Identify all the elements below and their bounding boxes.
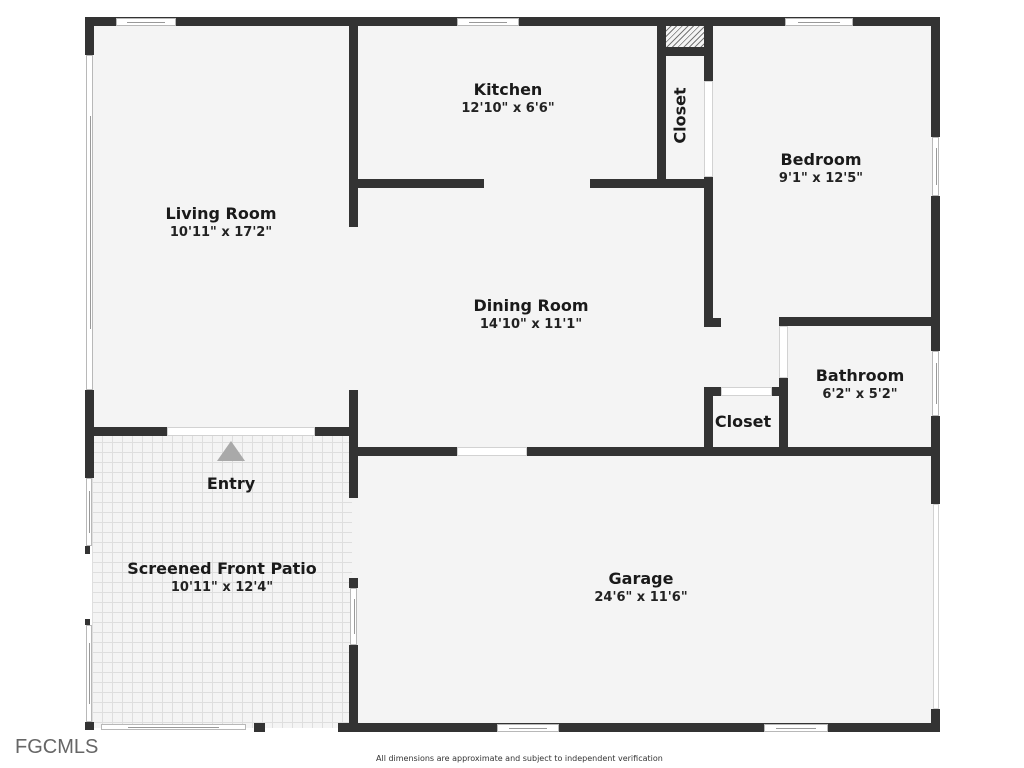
wall-small-closet-left bbox=[704, 387, 713, 450]
label-screened-patio: Screened Front Patio 10'11" x 12'4" bbox=[127, 559, 316, 597]
entry-door[interactable] bbox=[167, 427, 315, 436]
room-dimensions: 6'2" x 5'2" bbox=[822, 387, 898, 402]
floor-main bbox=[86, 18, 938, 450]
label-dining-room: Dining Room 14'10" x 11'1" bbox=[473, 296, 588, 334]
window-patio-right bbox=[350, 588, 357, 645]
window-living-left bbox=[86, 55, 93, 390]
label-closet-top: Closet bbox=[670, 87, 690, 144]
window-living-top bbox=[116, 18, 176, 26]
wall-closet-hatch-bottom bbox=[657, 47, 713, 56]
wall-bedroom-bath bbox=[779, 317, 940, 326]
small-closet-door[interactable] bbox=[721, 387, 772, 396]
wall-patio-garage-post bbox=[349, 578, 358, 588]
room-dimensions: 12'10" x 6'6" bbox=[461, 101, 555, 116]
wall-living-patio-left bbox=[85, 427, 167, 436]
disclaimer-text: All dimensions are approximate and subje… bbox=[376, 754, 663, 763]
garage-door-interior[interactable] bbox=[457, 447, 527, 456]
room-name: Dining Room bbox=[473, 296, 589, 315]
wall-right-mid bbox=[931, 196, 940, 351]
room-dimensions: 24'6" x 11'6" bbox=[594, 590, 688, 605]
wall-right-lower bbox=[931, 709, 940, 732]
room-dimensions: 10'11" x 12'4" bbox=[170, 580, 274, 595]
room-dimensions: 14'10" x 11'1" bbox=[479, 317, 583, 332]
wall-bedroom-dining bbox=[704, 177, 713, 327]
garage-door-exterior[interactable] bbox=[933, 504, 939, 709]
label-kitchen: Kitchen 12'10" x 6'6" bbox=[461, 80, 554, 118]
entry-arrow-icon bbox=[217, 441, 245, 461]
wall-bedroom-dining-stub bbox=[704, 318, 721, 327]
label-bathroom: Bathroom 6'2" x 5'2" bbox=[816, 366, 905, 404]
wall-bath-left-stub bbox=[779, 317, 788, 326]
window-bedroom-top bbox=[785, 18, 853, 26]
wall-small-closet-top-right bbox=[772, 387, 788, 396]
window-bedroom-right bbox=[932, 137, 939, 196]
wall-closet-left bbox=[657, 17, 666, 187]
window-kitchen-top bbox=[457, 18, 519, 26]
chimney-hatch bbox=[666, 26, 704, 47]
wall-living-kitchen bbox=[349, 17, 358, 227]
wall-bath-left bbox=[779, 378, 788, 450]
label-entry: Entry bbox=[207, 474, 255, 494]
wall-left-upper bbox=[85, 17, 94, 55]
room-dimensions: 9'1" x 12'5" bbox=[778, 171, 864, 186]
wall-small-closet-top-left bbox=[704, 387, 721, 396]
wall-dining-garage-left bbox=[352, 447, 457, 456]
label-bedroom: Bedroom 9'1" x 12'5" bbox=[779, 150, 863, 188]
patio-floor bbox=[92, 432, 352, 728]
window-garage-bottom-left bbox=[497, 724, 559, 732]
wall-kitchen-dining-left bbox=[358, 179, 484, 188]
window-garage-bottom-right bbox=[764, 724, 828, 732]
room-name: Bedroom bbox=[780, 150, 862, 169]
wall-dining-garage-right bbox=[527, 447, 940, 456]
wall-right-upper bbox=[931, 17, 940, 137]
window-bathroom-right bbox=[932, 351, 939, 416]
wall-living-dining-lower bbox=[349, 390, 358, 498]
room-name: Living Room bbox=[165, 204, 277, 223]
room-name: Closet bbox=[714, 412, 772, 431]
label-closet-small: Closet bbox=[715, 412, 771, 432]
window-patio-left-lower bbox=[86, 625, 92, 722]
garage-floor bbox=[352, 450, 938, 728]
wall-left-lower2 bbox=[85, 619, 90, 625]
room-name: Kitchen bbox=[473, 80, 543, 99]
wall-right-mid2 bbox=[931, 416, 940, 504]
wall-bottom-garage bbox=[348, 723, 940, 732]
closet-top-door[interactable] bbox=[704, 81, 713, 177]
window-patio-left-upper bbox=[86, 478, 92, 546]
room-name: Garage bbox=[608, 569, 674, 588]
wall-left-lower bbox=[85, 546, 90, 554]
bathroom-door[interactable] bbox=[779, 326, 788, 378]
wall-bottom-patio-post bbox=[254, 723, 265, 732]
wall-living-patio-right bbox=[315, 427, 358, 436]
wall-bottom-patio-corner bbox=[338, 723, 352, 732]
label-living-room: Living Room 10'11" x 17'2" bbox=[166, 204, 277, 242]
wall-left-corner bbox=[85, 722, 94, 730]
room-name: Bathroom bbox=[815, 366, 905, 385]
wall-patio-garage-lower bbox=[349, 645, 358, 732]
wall-kitchen-dining-right bbox=[590, 179, 713, 188]
room-dimensions: 10'11" x 17'2" bbox=[169, 225, 273, 240]
label-garage: Garage 24'6" x 11'6" bbox=[594, 569, 687, 607]
mls-logo: FGCMLS bbox=[15, 736, 99, 758]
room-name: Screened Front Patio bbox=[127, 559, 317, 578]
window-patio-bottom bbox=[101, 724, 246, 730]
room-name: Entry bbox=[206, 474, 256, 493]
